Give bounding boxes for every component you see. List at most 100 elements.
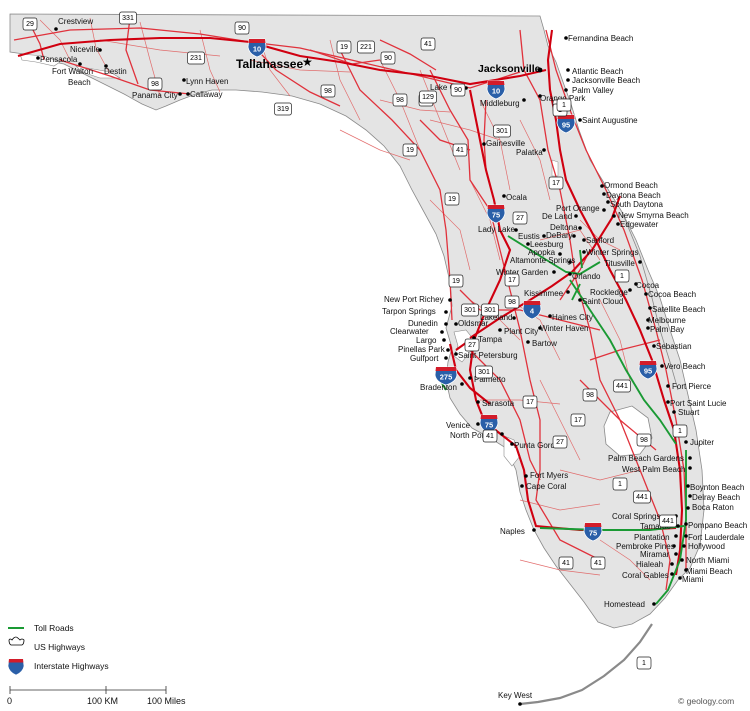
- city-label: Port Saint Lucie: [670, 399, 727, 408]
- city-label: De Land: [542, 212, 572, 221]
- us-route-number: 98: [396, 97, 404, 104]
- us-route-number: 19: [340, 44, 348, 51]
- legend-interstate-highways: Interstate Highways: [7, 658, 109, 676]
- us-route-number: 301: [464, 307, 476, 314]
- us-shield-icon: 17: [570, 413, 586, 427]
- city-label: Venice: [446, 421, 471, 430]
- us-route-number: 17: [508, 277, 516, 284]
- city-label: Palm Valley: [572, 86, 614, 95]
- city-fort-myers: Fort Myers: [524, 471, 568, 480]
- legend-label: Toll Roads: [34, 623, 74, 633]
- city-north-port: North Port: [450, 431, 504, 440]
- city-hialeah: Hialeah: [636, 560, 674, 569]
- us-shield-icon: 41: [482, 429, 498, 443]
- interstate-shields: 10 10 95 75 4 275 95: [247, 38, 658, 542]
- interstate-shield-icon: 10: [247, 38, 267, 58]
- us-route-number: 19: [406, 147, 414, 154]
- city-port-orange: Port Orange: [556, 204, 606, 213]
- us-shield-icon: 98: [504, 295, 520, 309]
- city-label: Fernandina Beach: [568, 34, 633, 43]
- us-shield-icon: 19: [448, 274, 464, 288]
- city-label: Apopka: [528, 248, 556, 257]
- city-pembroke-pines: Pembroke Pines: [616, 542, 676, 551]
- city-fort-lauderdale: Fort Lauderdale: [684, 533, 745, 542]
- city-label: Stuart: [678, 408, 700, 417]
- city-label: Sebastian: [656, 342, 692, 351]
- us-shield-icon: 301: [475, 365, 493, 379]
- city-fernandina-beach: Fernandina Beach: [564, 34, 633, 43]
- city-label: Tarpon Springs: [382, 307, 436, 316]
- us-shield-icon: 90: [450, 83, 466, 97]
- us-shield-icon: 90: [234, 21, 250, 35]
- city-sarasota: Sarasota: [476, 399, 515, 408]
- scale-zero: 0: [7, 696, 12, 706]
- city-label: Tamarac: [640, 522, 671, 531]
- city-oldsmar: Oldsmar: [454, 319, 489, 328]
- city-label: Saint Cloud: [582, 297, 623, 306]
- us-route-number: 41: [486, 433, 494, 440]
- scale-km: 100 KM: [87, 696, 118, 706]
- us-shield-icon: 19: [402, 143, 418, 157]
- city-label: Haines City: [552, 313, 593, 322]
- us-route-number: 90: [454, 87, 462, 94]
- us-shield-icon: 1: [636, 656, 652, 670]
- city-label: Miramar: [640, 550, 670, 559]
- city-orange-park: Orange Park: [538, 94, 586, 103]
- us-shield-icon: 41: [558, 556, 574, 570]
- interstate-shield-icon: 10: [486, 80, 506, 100]
- us-route-number: 90: [238, 25, 246, 32]
- city-label: Oldsmar: [458, 319, 489, 328]
- city-label: Gulfport: [410, 354, 439, 363]
- us-shield-icon: 1: [556, 98, 572, 112]
- city-label: Bradenton: [420, 383, 457, 392]
- us-route-number: 301: [484, 307, 496, 314]
- us-shield-icon: 41: [452, 143, 468, 157]
- city-label: Lakeland: [480, 313, 512, 322]
- svg-text:95: 95: [644, 367, 652, 376]
- city-label: Eustis: [518, 232, 540, 241]
- city-destin: Destin: [104, 64, 127, 76]
- us-shield-icon: 221: [357, 40, 375, 54]
- city-label: New Smyrna Beach: [618, 211, 689, 220]
- major-city-label: Jacksonville: [478, 63, 541, 75]
- city-fort-pierce: Fort Pierce: [666, 382, 712, 391]
- us-route-number: 1: [620, 273, 624, 280]
- city-label: Melbourne: [648, 316, 686, 325]
- city-label: Clearwater: [390, 327, 429, 336]
- city-clearwater: Clearwater: [390, 327, 444, 336]
- city-satellite-beach: Satellite Beach: [648, 305, 705, 314]
- city-bradenton: Bradenton: [420, 382, 464, 392]
- interstate-shield-icon: 75: [583, 522, 603, 542]
- us-shield-icon: 231: [187, 51, 205, 65]
- legend-us-highways: US Highways: [8, 636, 85, 652]
- city-label: Pensacola: [40, 55, 78, 64]
- city-de-land: De Land: [542, 212, 578, 221]
- city-label: Palmetto: [474, 375, 506, 384]
- city-label: Homestead: [604, 600, 645, 609]
- legend-label: US Highways: [34, 642, 85, 652]
- scale-bar: 0 100 KM 100 Miles: [7, 686, 186, 706]
- us-shield-icon: 129: [419, 90, 437, 104]
- us-shield-icon: 1: [614, 269, 630, 283]
- city-label: Coral Springs: [612, 512, 660, 521]
- city-key-west: Key West: [498, 691, 533, 706]
- city-stuart: Stuart: [672, 408, 700, 417]
- city-label: Delray Beach: [692, 493, 740, 502]
- us-shield-icon: [8, 636, 25, 646]
- city-haines-city: Haines City: [548, 313, 593, 322]
- us-route-number: 301: [478, 369, 490, 376]
- city-label: Lynn Haven: [186, 77, 228, 86]
- svg-text:75: 75: [485, 421, 493, 430]
- city-rockledge: Rockledge: [590, 288, 632, 297]
- us-shield-icon: 29: [22, 17, 38, 31]
- city-label: Vero Beach: [664, 362, 705, 371]
- city-label: Fort Lauderdale: [688, 533, 745, 542]
- city-label: Boca Raton: [692, 503, 734, 512]
- us-shield-icon: 98: [392, 93, 408, 107]
- city-label: Dunedin: [408, 319, 438, 328]
- city-label: Sanford: [586, 236, 614, 245]
- city-label: North Port: [450, 431, 487, 440]
- us-route-number: 27: [516, 215, 524, 222]
- city-delray-beach: Delray Beach: [688, 493, 740, 502]
- city-venice: Venice: [446, 421, 480, 430]
